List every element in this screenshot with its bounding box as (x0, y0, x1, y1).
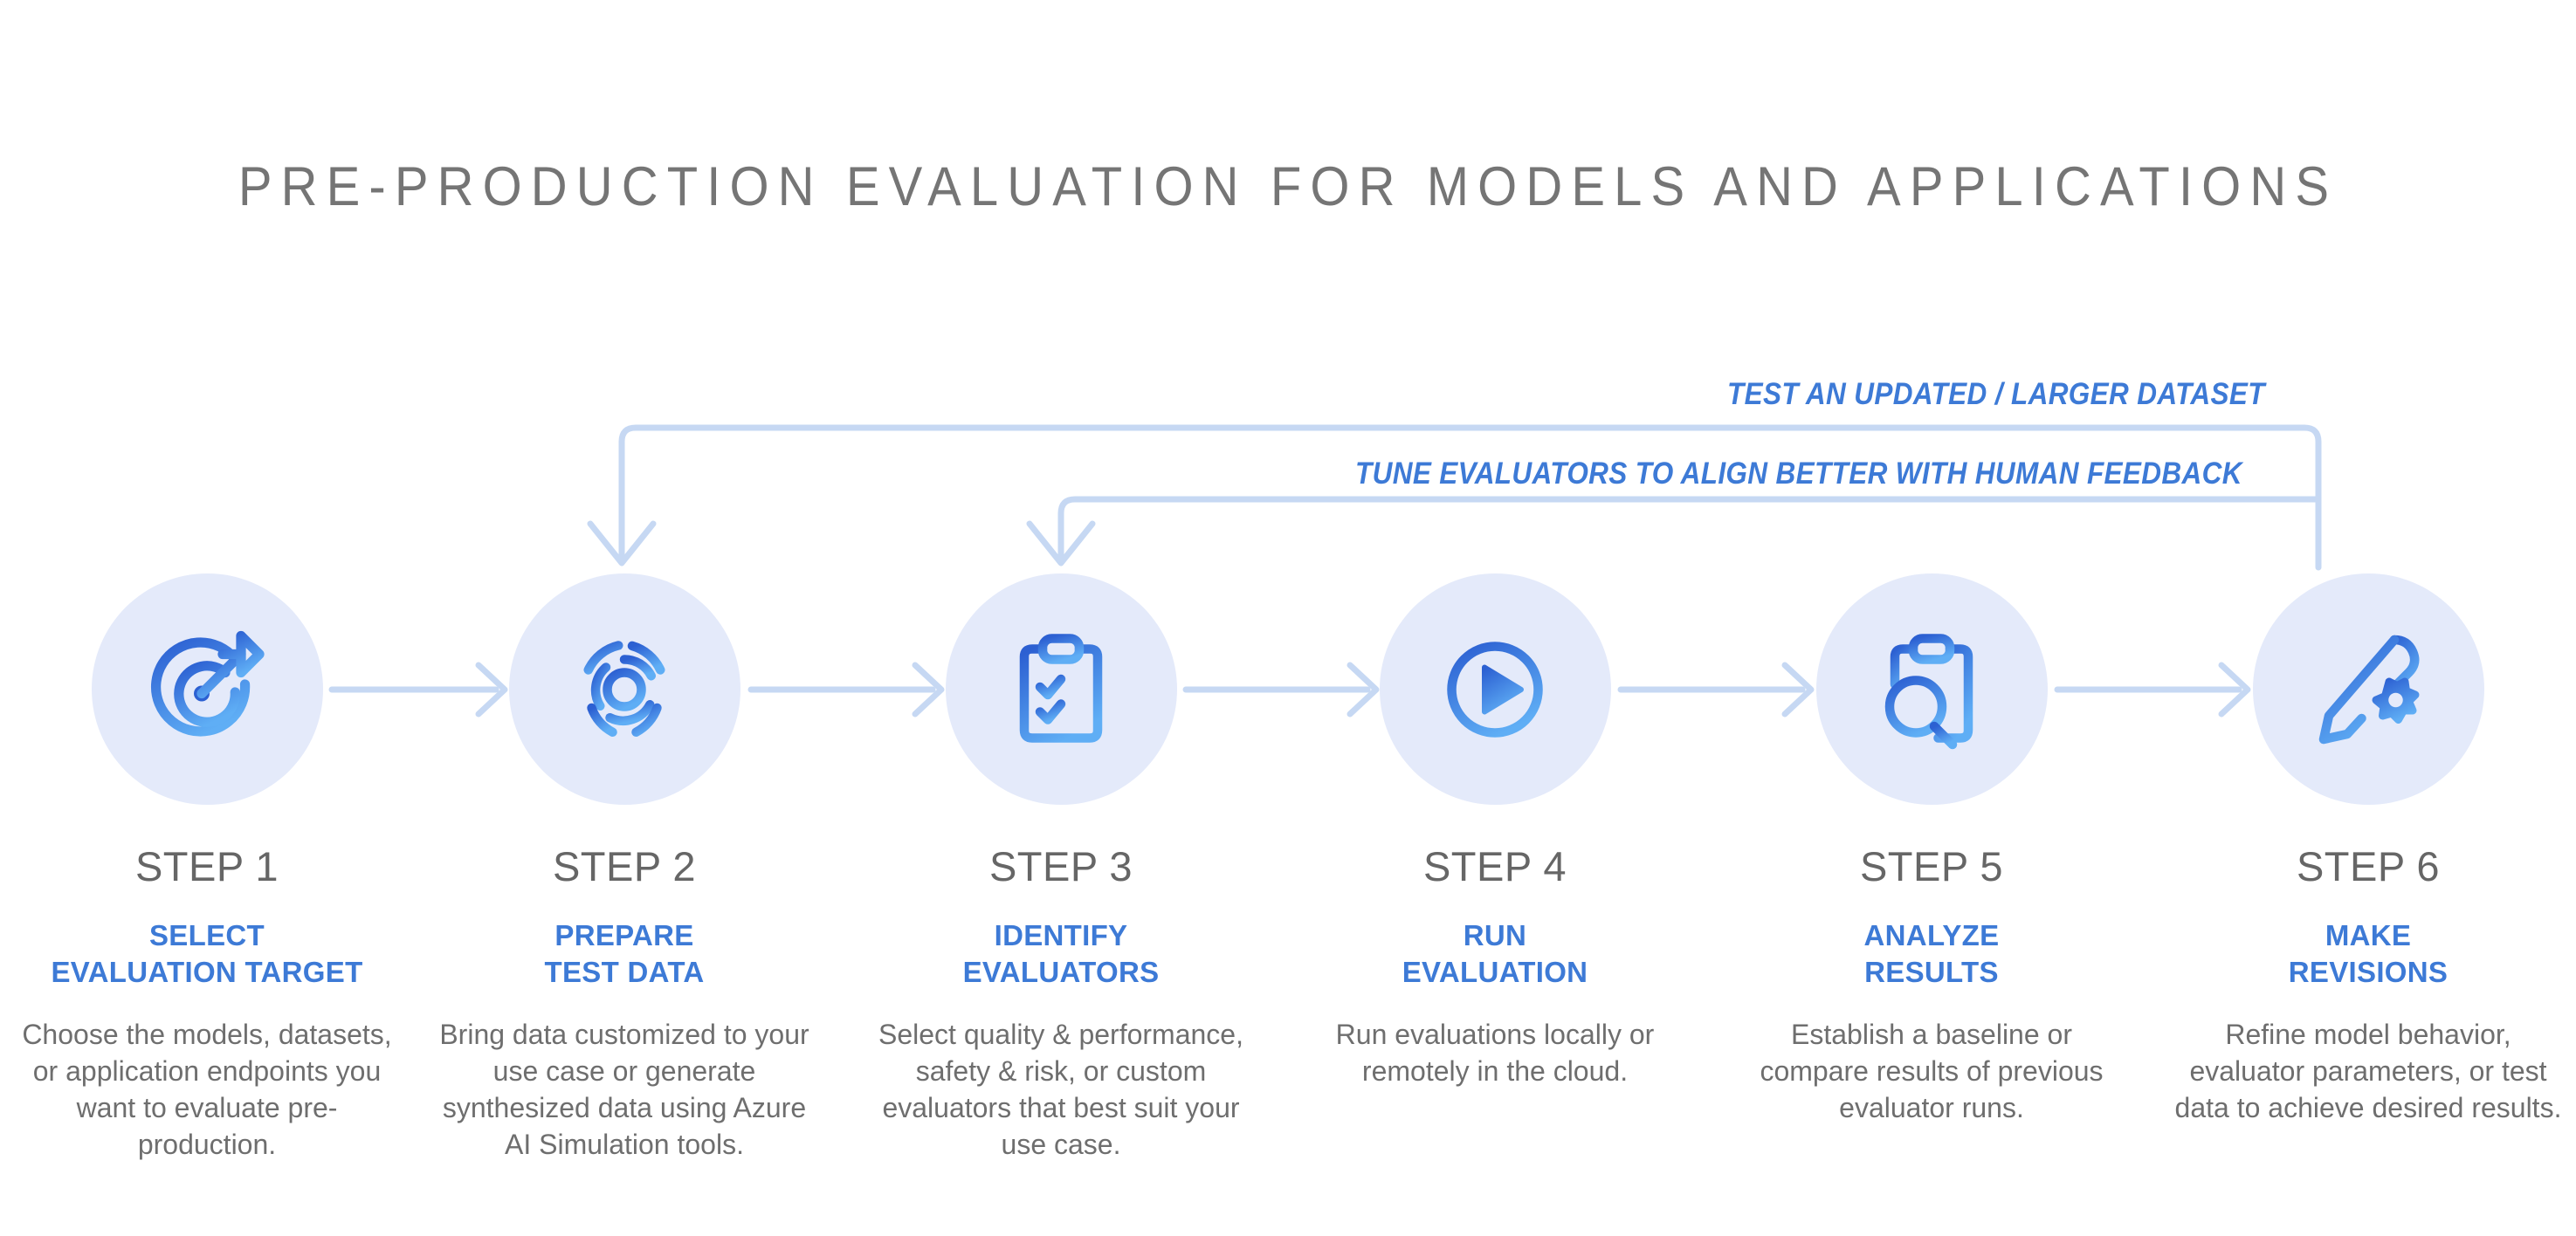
step-number-3: STEP 3 (988, 843, 1133, 889)
step-card-5[interactable]: STEP 5 ANALYZE RESULTS Establish a basel… (1722, 573, 2141, 1127)
step-card-1[interactable]: STEP 1 SELECT EVALUATION TARGET Choose t… (0, 573, 417, 1164)
step-heading-line1-4: RUN (1463, 919, 1527, 951)
step-icon-circle-6 (2252, 573, 2484, 805)
radar-icon (583, 640, 665, 737)
step-heading-6: MAKE REVISIONS (2159, 917, 2576, 991)
step-heading-line1-5: ANALYZE (1863, 919, 2000, 951)
feedback-loop-label-test-dataset: TEST AN UPDATED / LARGER DATASET (1727, 377, 2265, 411)
step-heading-line1-6: MAKE (2325, 919, 2412, 951)
target-icon (150, 630, 265, 737)
step-number-2: STEP 2 (552, 843, 697, 889)
clipboard-check-icon (1019, 633, 1103, 743)
step-number-5: STEP 5 (1859, 843, 2004, 889)
step-description-5: Establish a baseline or compare results … (1760, 1019, 2104, 1124)
step-card-3[interactable]: STEP 3 IDENTIFY EVALUATORS Select qualit… (851, 573, 1271, 1164)
step-card-2[interactable]: STEP 2 PREPARE TEST DATA Bring data cust… (415, 573, 834, 1164)
step-heading-5: ANALYZE RESULTS (1722, 917, 2141, 991)
step-number-4: STEP 4 (1422, 843, 1567, 889)
step-heading-line2-3: EVALUATORS (962, 956, 1160, 989)
step-heading-line2-4: EVALUATION (1402, 956, 1588, 989)
step-heading-line1-1: SELECT (149, 919, 265, 951)
step-heading-2: PREPARE TEST DATA (415, 917, 834, 991)
step-icon-circle-1 (91, 573, 323, 805)
step-description-3: Select quality & performance, safety & r… (878, 1019, 1243, 1161)
step-card-4[interactable]: STEP 4 RUN EVALUATION Run evaluations lo… (1285, 573, 1705, 1090)
step-description-4: Run evaluations locally or remotely in t… (1335, 1019, 1655, 1088)
step-heading-1: SELECT EVALUATION TARGET (0, 917, 417, 991)
step-card-6[interactable]: STEP 6 MAKE REVISIONS Refine model behav… (2159, 573, 2576, 1127)
step-number-1: STEP 1 (134, 843, 279, 889)
step-heading-line2-1: EVALUATION TARGET (51, 956, 363, 989)
step-heading-line2-2: TEST DATA (544, 956, 705, 989)
step-description-6: Refine model behavior, evaluator paramet… (2174, 1019, 2562, 1124)
pencil-gear-icon (2318, 635, 2420, 744)
step-icon-circle-2 (508, 573, 740, 805)
play-circle-icon (1447, 641, 1543, 738)
step-description-1: Choose the models, datasets, or applicat… (22, 1019, 392, 1161)
step-heading-line1-3: IDENTIFY (994, 919, 1128, 951)
step-heading-4: RUN EVALUATION (1285, 917, 1705, 991)
step-icon-circle-4 (1379, 573, 1611, 805)
step-heading-3: IDENTIFY EVALUATORS (851, 917, 1271, 991)
page-title: PRE-PRODUCTION EVALUATION FOR MODELS AND… (238, 156, 2338, 217)
step-number-6: STEP 6 (2296, 843, 2441, 889)
clipboard-search-icon (1884, 633, 1973, 749)
step-icon-circle-5 (1815, 573, 2048, 805)
step-icon-circle-3 (945, 573, 1177, 805)
step-description-2: Bring data customized to your use case o… (439, 1019, 809, 1161)
feedback-loop-label-tune-evaluators: TUNE EVALUATORS TO ALIGN BETTER WITH HUM… (1355, 457, 2242, 491)
step-heading-line2-6: REVISIONS (2288, 956, 2449, 989)
step-heading-line1-2: PREPARE (554, 919, 694, 951)
step-heading-line2-5: RESULTS (1864, 956, 1999, 989)
